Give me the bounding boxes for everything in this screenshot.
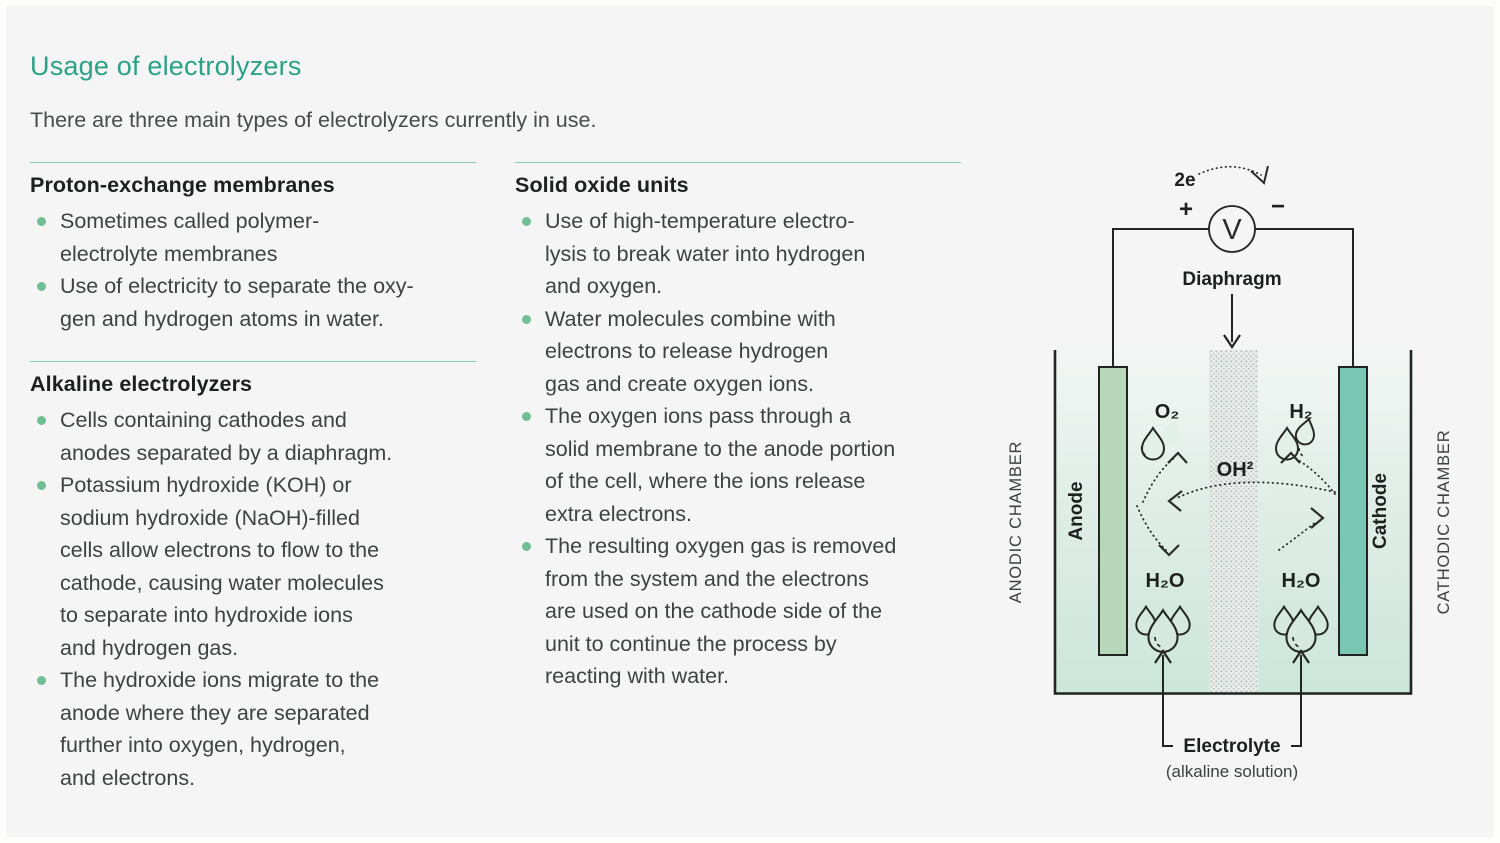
electrolyte-line-left [1162,655,1173,747]
voltmeter-label: V [1222,214,1242,246]
oxygen-droplets-icon [1140,416,1184,461]
plus-terminal-label: + [1179,196,1193,223]
wire-right [1255,228,1354,366]
flow-arrowheads [1158,451,1325,557]
minus-terminal-label: − [1271,193,1285,220]
anodic-chamber-label: ANODIC CHAMBER [1007,441,1025,603]
text-column-left: Proton-exchange membranes Sometimes call… [30,162,476,794]
anode-electrode [1098,366,1128,656]
hydrogen-droplets-icon [1275,415,1319,461]
anode-label: Anode [1066,481,1087,540]
section-heading: Solid oxide units [515,173,689,197]
up-arrowhead-left-icon [1154,649,1172,664]
diaphragm-label: Diaphragm [1182,269,1281,290]
left-chevron-icon [1167,490,1183,512]
bullet-list: Use of high-temperature electro- lysis t… [515,205,961,693]
bullet-list: Sometimes called polymer- electrolyte me… [30,205,476,335]
voltmeter-icon [1208,205,1256,253]
electrolyzer-diagram: V 2e + − Diaphragm Anode Cathode ANODIC … [985,150,1500,830]
section-divider [30,162,476,163]
hydroxide-label: OH² [1217,459,1254,481]
water-left-droplets-icon [1135,605,1191,653]
section-divider [30,361,476,362]
section-proton-exchange: Proton-exchange membranes Sometimes call… [30,162,476,335]
flow-up-to-oxygen [1142,457,1175,503]
right-chevron-icon [1310,507,1325,529]
bullet-item: Use of high-temperature electro- lysis t… [515,205,961,303]
wire-left [1112,228,1209,366]
oxygen-label: O₂ [1155,401,1179,423]
flow-up-to-hydrogen [1294,457,1336,495]
water-right-label: H₂O [1282,570,1321,592]
text-column-middle: Solid oxide units Use of high-temperatur… [515,162,961,693]
cathode-label: Cathode [1370,473,1391,549]
bullet-item: Cells containing cathodes and anodes sep… [30,404,476,469]
tank-walls [1053,350,1413,695]
bullet-item: Potassium hydroxide (KOH) or sodium hydr… [30,469,476,664]
water-right-droplets-icon [1273,605,1329,653]
section-heading: Proton-exchange membranes [30,173,335,197]
ion-flow-paths [1136,457,1336,551]
section-alkaline: Alkaline electrolyzers Cells containing … [30,361,476,794]
bullet-list: Cells containing cathodes and anodes sep… [30,404,476,794]
electron-flow-arrow [1198,165,1262,176]
up-arrowhead-right-icon [1292,649,1310,664]
diaphragm-membrane [1209,350,1258,693]
bullet-item: The oxygen ions pass through a solid mem… [515,400,961,530]
section-divider [515,162,961,163]
bullet-item: Use of electricity to separate the oxy- … [30,270,476,335]
flow-down-to-water-left [1136,505,1167,551]
electron-flow-label: 2e [1174,170,1195,191]
cathode-electrode [1338,366,1368,656]
electrolyte-line-right [1291,655,1302,747]
page-title: Usage of electrolyzers [30,51,302,82]
electrolyte-label: Electrolyte [1183,736,1280,757]
electrolyte-note: (alkaline solution) [1166,762,1298,781]
page-subtitle: There are three main types of electrolyz… [30,107,597,132]
hydrogen-label: H₂ [1289,401,1312,423]
down-chevron-left-icon [1158,544,1180,557]
bullet-item: The resulting oxygen gas is removed from… [515,530,961,693]
section-heading: Alkaline electrolyzers [30,372,253,396]
bullet-item: Sometimes called polymer- electrolyte me… [30,205,476,270]
down-arrowhead-icon [1223,334,1241,349]
electron-arrowhead-icon [1250,165,1269,185]
section-solid-oxide: Solid oxide units Use of high-temperatur… [515,162,961,693]
water-left-label: H₂O [1146,570,1185,592]
flow-toward-cathode [1278,520,1318,551]
bullet-item: The hydroxide ions migrate to the anode … [30,664,476,794]
up-chevron-left-icon [1167,451,1188,464]
up-chevron-right-icon [1280,451,1301,464]
bullet-item: Water molecules combine with electrons t… [515,303,961,401]
cathodic-chamber-label: CATHODIC CHAMBER [1435,430,1453,615]
electrolyzer-diagram-svg: V 2e + − Diaphragm Anode Cathode ANODIC … [1007,165,1453,781]
